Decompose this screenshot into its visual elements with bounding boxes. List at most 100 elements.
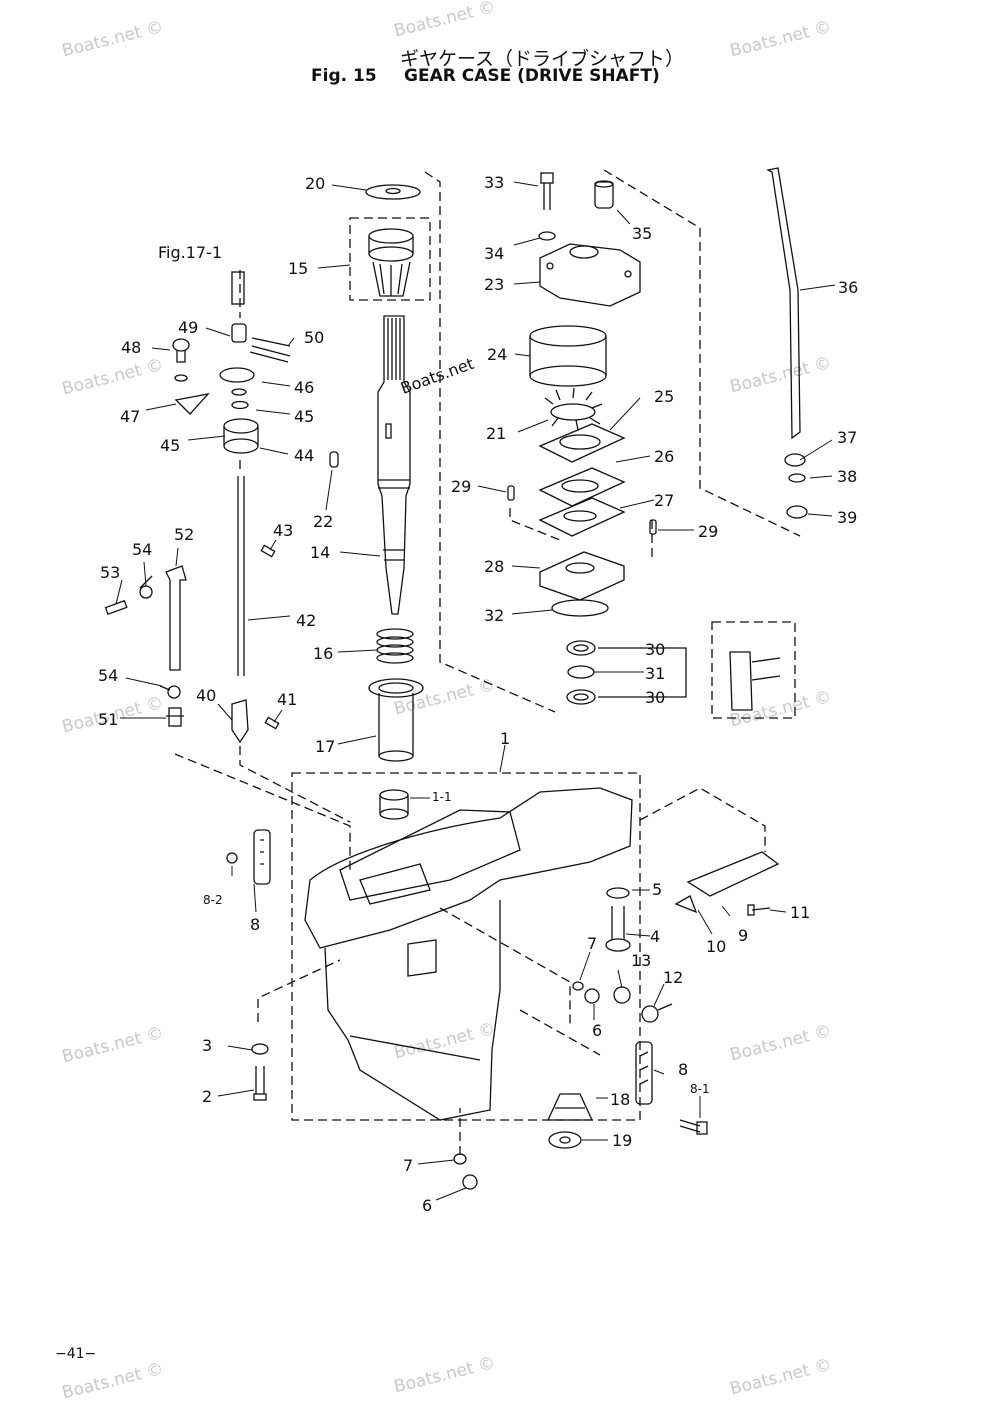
callout-24: 24 [487, 345, 508, 364]
figure-title-japanese: ギヤケース（ドライブシャフト） [400, 48, 685, 70]
callout-7: 7 [403, 1156, 414, 1175]
callout-6: 6 [422, 1196, 433, 1215]
part-28-pump-base [539, 551, 625, 601]
part-27-gasket [538, 497, 626, 537]
callout-49: 49 [178, 318, 199, 337]
part-8-2-nut [226, 852, 238, 864]
reference-fig-17-1: Fig.17-1 [158, 243, 223, 262]
callout-53: 53 [100, 563, 121, 582]
callout-45: 45 [160, 436, 181, 455]
part-11-screw [747, 904, 771, 916]
part-31-washer [567, 665, 595, 679]
callout-6: 6 [592, 1021, 603, 1040]
callout-11: 11 [790, 903, 811, 922]
callout-39: 39 [837, 508, 858, 527]
callout-29: 29 [451, 477, 472, 496]
callout-34: 34 [484, 244, 505, 263]
part-13-washer [613, 986, 631, 1004]
callout-36: 36 [838, 278, 859, 297]
seal-installation-inset [729, 651, 781, 711]
callout-8: 8 [250, 915, 261, 934]
part-6-plug [584, 988, 600, 1004]
callout-27: 27 [654, 491, 675, 510]
part-54-clamp [139, 575, 153, 599]
callout-33: 33 [484, 173, 505, 192]
part-33-bolt [540, 172, 554, 210]
callout-8: 8 [678, 1060, 689, 1079]
part-38-washer [788, 473, 806, 483]
part-51-fitting [166, 707, 184, 727]
part-46-o-ring [219, 367, 255, 383]
part-37-grommet [784, 453, 806, 467]
part-40-shift-cam [231, 699, 249, 744]
part-36-water-tube [766, 167, 801, 440]
callout-32: 32 [484, 606, 505, 625]
part-16-spring [376, 628, 414, 664]
leader-lines [115, 181, 836, 1201]
part-34-washer [538, 231, 556, 241]
part-8-anode [635, 1041, 653, 1105]
callout-22: 22 [313, 512, 334, 531]
part-7-washer [453, 1153, 467, 1165]
callout-45: 45 [294, 407, 315, 426]
part-53-screw [104, 599, 128, 616]
part-25-gasket [538, 423, 626, 463]
part-5-washer [606, 887, 630, 899]
part-29-dowel-pin [649, 519, 657, 535]
callout-21: 21 [486, 424, 507, 443]
callout-1: 1 [500, 729, 511, 748]
callout-8-1: 8-1 [690, 1082, 710, 1096]
part-45-washer [231, 388, 247, 396]
callout-47: 47 [120, 407, 141, 426]
part-23-pump-housing [539, 243, 641, 307]
callout-46: 46 [294, 378, 315, 397]
callout-18: 18 [610, 1090, 631, 1109]
callout-50: 50 [304, 328, 325, 347]
callout-40: 40 [196, 686, 217, 705]
part-15-pinion-gear [368, 228, 414, 297]
part-39-grommet [786, 505, 808, 519]
part-20-washer [365, 184, 421, 200]
part-24-impeller-housing [529, 325, 607, 387]
callout-30: 30 [645, 688, 666, 707]
callout-41: 41 [277, 690, 298, 709]
callout-28: 28 [484, 557, 505, 576]
callout-16: 16 [313, 644, 334, 663]
part-54-clamp [159, 685, 181, 699]
figure-number: Fig. 15 [311, 66, 377, 86]
part-48-screw [172, 338, 190, 382]
part-47-plate [174, 393, 210, 415]
part-32-seal [551, 599, 609, 617]
callout-38: 38 [837, 467, 858, 486]
part-8-1-bolt [679, 1119, 708, 1135]
part-4-bolt [605, 906, 631, 952]
part-14-drive-shaft [377, 315, 411, 615]
part-42-shift-rod [237, 476, 245, 676]
callout-20: 20 [305, 174, 326, 193]
part-43-pin [260, 544, 276, 558]
callout-13: 13 [631, 951, 652, 970]
callout-48: 48 [121, 338, 142, 357]
callout-14: 14 [310, 543, 331, 562]
part-1-1-bushing [379, 789, 409, 820]
callout-10: 10 [706, 937, 727, 956]
callout-3: 3 [202, 1036, 213, 1055]
part-2-bolt [253, 1066, 267, 1101]
part-9-plate [686, 851, 780, 897]
part-19-nut [548, 1131, 582, 1149]
part-52-hose [165, 565, 187, 671]
callout-4: 4 [650, 927, 661, 946]
part-17-sleeve [368, 678, 424, 762]
part-26-cartridge-plate [538, 467, 626, 507]
part-21-impeller [544, 387, 603, 431]
callout-35: 35 [632, 224, 653, 243]
part-41-pin [264, 716, 280, 730]
part-12-screw [641, 1003, 673, 1023]
part-1-gear-case [304, 787, 633, 1121]
callout-15: 15 [288, 259, 309, 278]
callout-43: 43 [273, 521, 294, 540]
part-44-grommet [223, 418, 259, 454]
callout-2: 2 [202, 1087, 213, 1106]
part-35-grommet [594, 180, 614, 209]
